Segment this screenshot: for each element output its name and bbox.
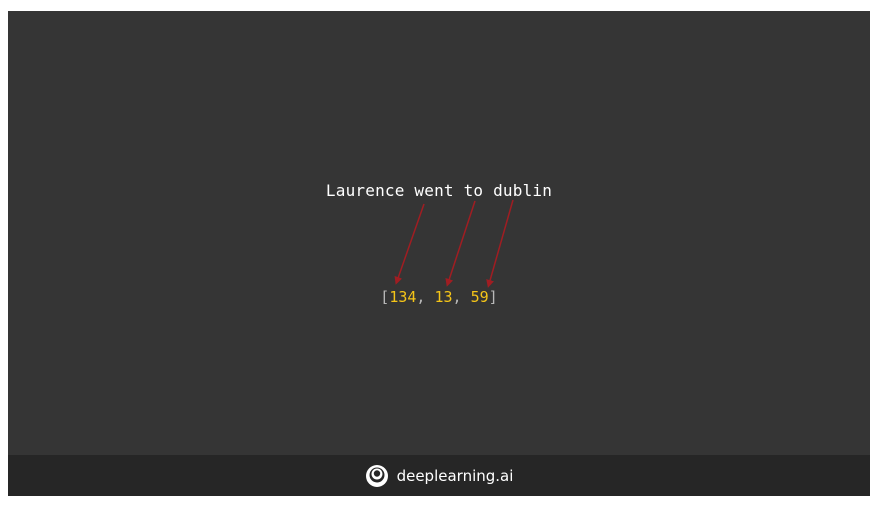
mapping-arrows (394, 199, 514, 288)
token-sequence: [134, 13, 59] (8, 288, 870, 306)
separator: , (416, 288, 435, 306)
separator: , (452, 288, 471, 306)
token-value-134: 134 (389, 288, 417, 306)
arrow-went-to-13 (445, 200, 476, 287)
deeplearning-logo-icon (365, 464, 388, 487)
arrow-dublin-to-59 (486, 199, 514, 288)
arrow-laurence-to-134 (394, 203, 425, 285)
input-sentence: Laurence went to dublin (325, 181, 553, 200)
brand-name: deeplearning.ai (396, 466, 514, 485)
open-bracket: [ (380, 288, 390, 306)
token-value-59: 59 (470, 288, 489, 306)
brand: deeplearning.ai (365, 464, 514, 488)
token-value-13: 13 (434, 288, 453, 306)
footer-bar: deeplearning.ai (8, 455, 870, 496)
close-bracket: ] (488, 288, 498, 306)
slide: Laurence went to dublin [134, 13, 59] de… (8, 11, 870, 496)
